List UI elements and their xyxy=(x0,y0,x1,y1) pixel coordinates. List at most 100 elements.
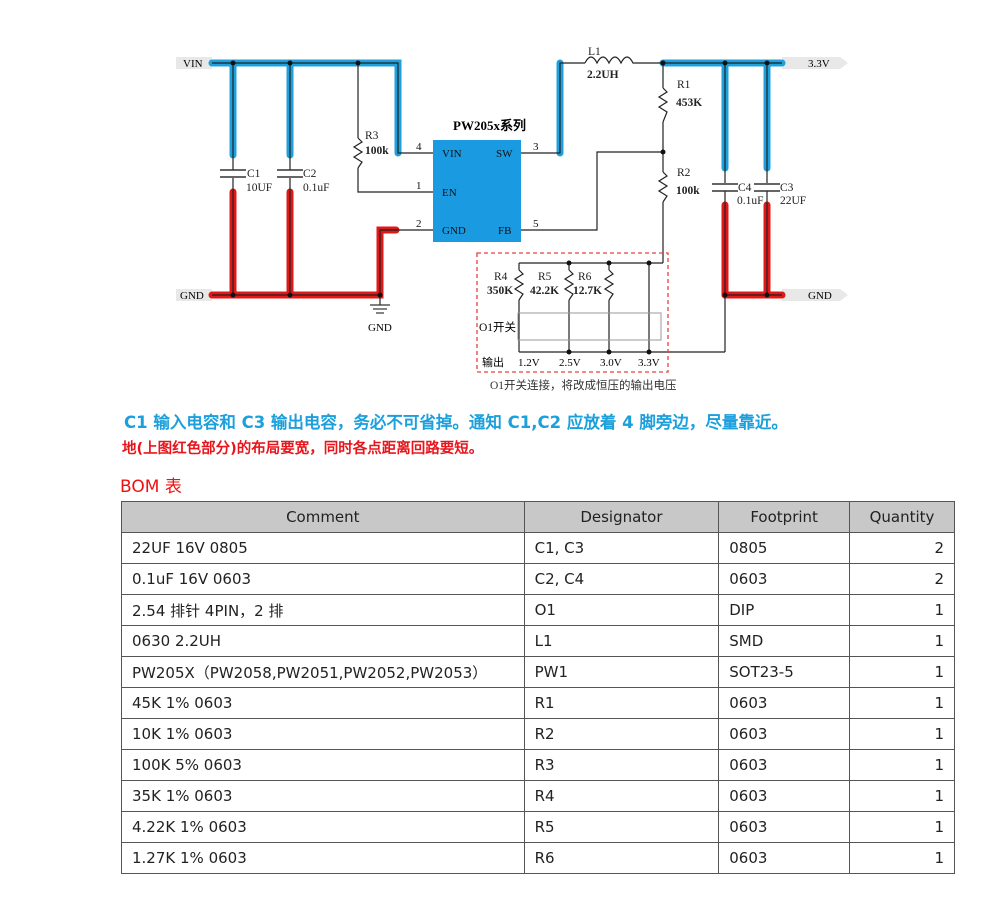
capacitor-plates xyxy=(220,169,780,192)
r1-ref: R1 xyxy=(677,79,691,91)
cell-footprint: SMD xyxy=(718,625,851,657)
cell-comment: 4.22K 1% 0603 xyxy=(121,811,525,843)
output-1v2: 1.2V xyxy=(518,357,540,369)
cell-comment: 0.1uF 16V 0603 xyxy=(121,563,525,595)
resistor-symbols xyxy=(352,87,669,301)
cell-quantity: 2 xyxy=(849,532,955,564)
cell-designator: C2, C4 xyxy=(523,563,720,595)
cell-comment: 10K 1% 0603 xyxy=(121,718,525,750)
bom-header-row: Comment Designator Footprint Quantity xyxy=(121,501,955,533)
gnd-net-flag-right xyxy=(782,289,848,301)
cell-footprint: 0603 xyxy=(718,718,851,750)
header-comment: Comment xyxy=(121,501,525,533)
cell-footprint: 0603 xyxy=(718,842,851,874)
c2-ref: C2 xyxy=(303,168,317,180)
schematic-caption: O1开关连接，将改成恒压的输出电压 xyxy=(490,378,677,392)
c3-ref: C3 xyxy=(780,182,794,194)
note-capacitors: C1 输入电容和 C3 输出电容，务必不可省掉。通知 C1,C2 应放着 4 脚… xyxy=(124,413,788,432)
cell-comment: PW205X（PW2058,PW2051,PW2052,PW2053） xyxy=(121,656,525,688)
cell-footprint: 0603 xyxy=(718,563,851,595)
out-net-flag xyxy=(782,57,848,69)
c2-value: 0.1uF xyxy=(303,182,330,194)
inductor-symbol xyxy=(584,56,638,65)
cell-comment: 100K 5% 0603 xyxy=(121,749,525,781)
r3-value: 100k xyxy=(365,145,389,157)
cell-footprint: 0603 xyxy=(718,687,851,719)
ground-symbol-icon xyxy=(370,304,390,314)
cell-designator: R4 xyxy=(523,780,720,812)
r6-ref: R6 xyxy=(578,271,592,283)
chip-title: PW205x系列 xyxy=(453,118,526,133)
header-designator: Designator xyxy=(523,501,720,533)
pin-sw-label: SW xyxy=(496,148,513,160)
cell-footprint: 0805 xyxy=(718,532,851,564)
cell-quantity: 1 xyxy=(849,656,955,688)
output-3v0: 3.0V xyxy=(600,357,622,369)
o1-switch-header xyxy=(517,312,662,341)
cell-designator: R3 xyxy=(523,749,720,781)
output-3v3: 3.3V xyxy=(638,357,660,369)
gnd-net-label-right: GND xyxy=(808,290,832,302)
r4-value: 350K xyxy=(487,285,513,297)
schematic: VIN GND 3.3V GND xyxy=(176,46,848,392)
out-net-label: 3.3V xyxy=(808,58,830,70)
l1-ref: L1 xyxy=(588,46,601,58)
cell-footprint: DIP xyxy=(718,594,851,626)
cell-designator: PW1 xyxy=(523,656,720,688)
cell-designator: R5 xyxy=(523,811,720,843)
pin-number-4: 4 xyxy=(416,141,422,153)
bom-title: BOM 表 xyxy=(120,477,182,497)
vin-net-label: VIN xyxy=(183,58,203,70)
cell-comment: 0630 2.2UH xyxy=(121,625,525,657)
header-footprint: Footprint xyxy=(718,501,851,533)
cell-comment: 1.27K 1% 0603 xyxy=(121,842,525,874)
c1-value: 10UF xyxy=(246,182,272,194)
vin-net-flag xyxy=(176,57,212,69)
cell-quantity: 1 xyxy=(849,625,955,657)
pin-gnd-label: GND xyxy=(442,225,466,237)
cell-designator: R1 xyxy=(523,687,720,719)
r4-ref: R4 xyxy=(494,271,508,283)
cell-comment: 35K 1% 0603 xyxy=(121,780,525,812)
c4-value: 0.1uF xyxy=(737,195,764,207)
cell-footprint: SOT23-5 xyxy=(718,656,851,688)
r5-value: 42.2K xyxy=(530,285,559,297)
cell-designator: R2 xyxy=(523,718,720,750)
cell-footprint: 0603 xyxy=(718,811,851,843)
ground-symbol-label: GND xyxy=(368,322,392,334)
gnd-net-label-left: GND xyxy=(180,290,204,302)
cell-designator: L1 xyxy=(523,625,720,657)
pin-en-label: EN xyxy=(442,187,457,199)
header-quantity: Quantity xyxy=(849,501,955,533)
gnd-net-flag-left xyxy=(176,289,212,301)
output-select-box xyxy=(476,252,669,373)
cell-quantity: 1 xyxy=(849,718,955,750)
pin-fb-label: FB xyxy=(498,225,511,237)
pin-number-5: 5 xyxy=(533,218,539,230)
pw205x-chip xyxy=(433,140,521,242)
cell-designator: O1 xyxy=(523,594,720,626)
note-ground-layout: 地(上图红色部分)的布局要宽，同时各点距离回路要短。 xyxy=(122,441,484,457)
cell-comment: 22UF 16V 0805 xyxy=(121,532,525,564)
pin-number-1: 1 xyxy=(416,180,422,192)
r2-value: 100k xyxy=(676,185,700,197)
cell-quantity: 1 xyxy=(849,749,955,781)
r3-ref: R3 xyxy=(365,130,379,142)
r6-value: 12.7K xyxy=(573,285,602,297)
cell-quantity: 1 xyxy=(849,842,955,874)
cell-footprint: 0603 xyxy=(718,749,851,781)
pin-number-3: 3 xyxy=(533,141,539,153)
output-2v5: 2.5V xyxy=(559,357,581,369)
cell-footprint: 0603 xyxy=(718,780,851,812)
c4-ref: C4 xyxy=(738,182,752,194)
